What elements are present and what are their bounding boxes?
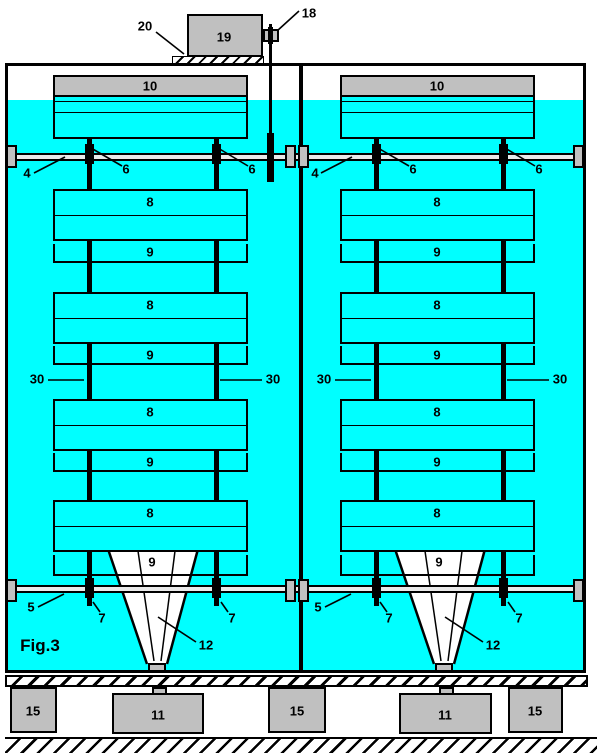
label-30: 30 bbox=[265, 371, 281, 387]
ground-hatch bbox=[5, 737, 597, 753]
tank-partition bbox=[299, 63, 303, 673]
label-9: 9 bbox=[146, 244, 154, 260]
label-8: 8 bbox=[433, 194, 441, 210]
plate-shaft bbox=[501, 139, 506, 606]
rail-endcap bbox=[298, 145, 309, 168]
spacer-tray bbox=[340, 453, 535, 472]
label-6: 6 bbox=[122, 161, 130, 177]
float-box bbox=[53, 75, 248, 97]
label-8: 8 bbox=[146, 297, 154, 313]
shaft-bearing bbox=[372, 578, 381, 598]
label-6: 6 bbox=[248, 161, 256, 177]
spacer-tray bbox=[53, 453, 248, 472]
support-block bbox=[10, 687, 57, 733]
leader-20 bbox=[155, 31, 185, 55]
drive-shaft-rod bbox=[267, 133, 274, 182]
float-box-assembly bbox=[340, 75, 535, 139]
figure-caption: Fig.3 bbox=[20, 636, 60, 655]
label-9: 9 bbox=[433, 244, 441, 260]
plate-stack bbox=[340, 292, 535, 344]
label-8: 8 bbox=[433, 297, 441, 313]
label-7: 7 bbox=[385, 610, 393, 626]
shaft-bearing bbox=[212, 144, 221, 164]
leader-18 bbox=[276, 10, 300, 32]
label-15: 15 bbox=[25, 703, 41, 719]
label-5: 5 bbox=[27, 599, 35, 615]
label-5: 5 bbox=[314, 599, 322, 615]
label-4: 4 bbox=[311, 165, 319, 181]
tank-base-plate bbox=[5, 675, 588, 687]
plate-stack bbox=[340, 189, 535, 241]
plate-stack bbox=[340, 399, 535, 451]
label-10: 10 bbox=[142, 78, 158, 94]
coupling-pin bbox=[268, 27, 273, 44]
label-9: 9 bbox=[435, 554, 443, 570]
label-9: 9 bbox=[146, 347, 154, 363]
spacer-tray bbox=[340, 244, 535, 263]
label-8: 8 bbox=[146, 404, 154, 420]
plate-shaft bbox=[214, 139, 219, 606]
label-7: 7 bbox=[515, 610, 523, 626]
spacer-tray bbox=[53, 346, 248, 365]
label-30: 30 bbox=[552, 371, 568, 387]
label-10: 10 bbox=[429, 78, 445, 94]
label-30: 30 bbox=[29, 371, 45, 387]
plate-shaft bbox=[374, 139, 379, 606]
motor-housing bbox=[187, 14, 263, 57]
label-7: 7 bbox=[228, 610, 236, 626]
label-6: 6 bbox=[535, 161, 543, 177]
spacer-tray bbox=[340, 346, 535, 365]
label-19: 19 bbox=[216, 29, 232, 45]
plate-stack bbox=[53, 399, 248, 451]
motor-mount-plate bbox=[172, 56, 264, 64]
float-box-assembly bbox=[53, 75, 248, 139]
support-block bbox=[508, 687, 563, 733]
plate-stack bbox=[53, 189, 248, 241]
drive-shaft-line bbox=[269, 24, 272, 133]
label-11: 11 bbox=[438, 707, 452, 723]
label-11: 11 bbox=[151, 707, 165, 723]
shaft-bearing bbox=[85, 144, 94, 164]
label-12: 12 bbox=[198, 637, 214, 653]
label-18: 18 bbox=[301, 5, 317, 21]
label-6: 6 bbox=[409, 161, 417, 177]
plate-stack bbox=[340, 500, 535, 552]
spacer-tray bbox=[53, 244, 248, 263]
label-8: 8 bbox=[146, 505, 154, 521]
plate-stack bbox=[53, 292, 248, 344]
label-8: 8 bbox=[433, 505, 441, 521]
shaft-bearing bbox=[499, 144, 508, 164]
label-15: 15 bbox=[527, 703, 543, 719]
shaft-bearing bbox=[499, 578, 508, 598]
label-20: 20 bbox=[137, 18, 153, 34]
label-9: 9 bbox=[433, 454, 441, 470]
plate-shaft bbox=[87, 139, 92, 606]
label-8: 8 bbox=[146, 194, 154, 210]
shaft-bearing bbox=[212, 578, 221, 598]
support-block bbox=[268, 687, 326, 733]
plate-stack bbox=[53, 500, 248, 552]
rail-endcap bbox=[298, 579, 309, 602]
shaft-bearing bbox=[372, 144, 381, 164]
tank-border bbox=[5, 63, 586, 673]
label-12: 12 bbox=[485, 637, 501, 653]
label-9: 9 bbox=[146, 454, 154, 470]
rail-endcap bbox=[285, 145, 296, 168]
label-30: 30 bbox=[316, 371, 332, 387]
shaft-bearing bbox=[85, 578, 94, 598]
label-7: 7 bbox=[98, 610, 106, 626]
base-block bbox=[399, 693, 492, 734]
label-8: 8 bbox=[433, 404, 441, 420]
label-9: 9 bbox=[148, 554, 156, 570]
label-4: 4 bbox=[23, 165, 31, 181]
label-9: 9 bbox=[433, 347, 441, 363]
float-box bbox=[340, 75, 535, 97]
rail-endcap bbox=[285, 579, 296, 602]
base-block bbox=[112, 693, 204, 734]
label-15: 15 bbox=[289, 703, 305, 719]
